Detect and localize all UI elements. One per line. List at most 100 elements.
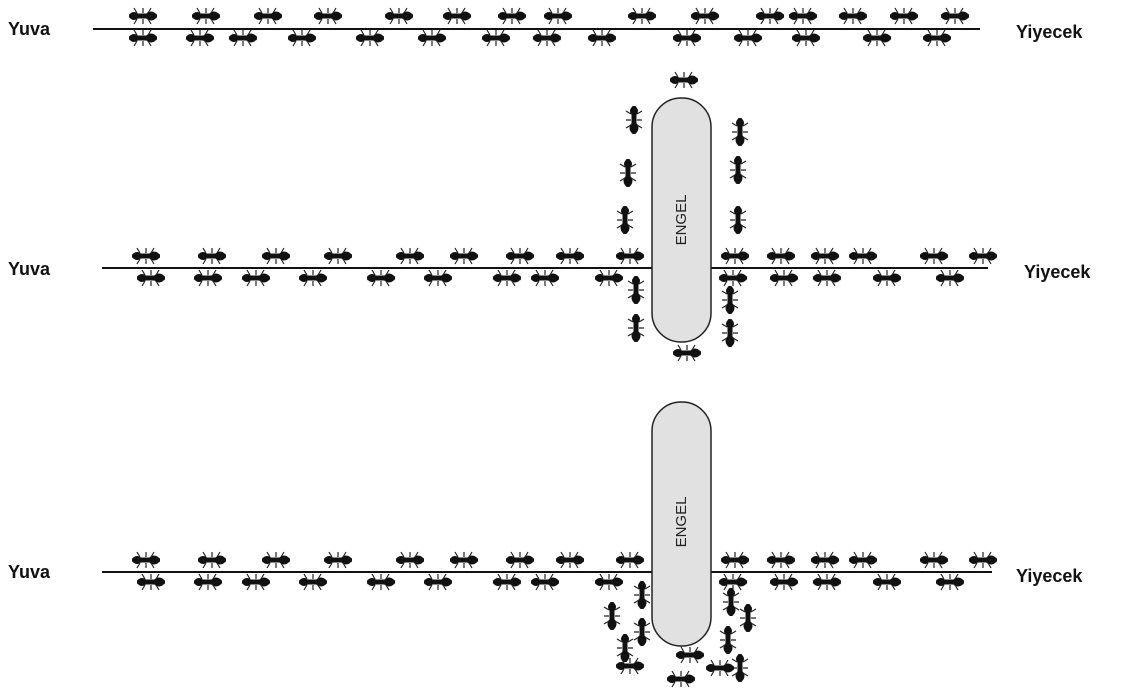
ant-icon — [720, 551, 750, 569]
nest-label: Yuva — [8, 19, 51, 39]
ant-icon — [543, 7, 573, 25]
ant-icon — [228, 29, 258, 47]
ant-icon — [889, 7, 919, 25]
ant-icon — [919, 247, 949, 265]
ant-icon — [530, 573, 560, 591]
ant-icon — [505, 247, 535, 265]
ant-icon — [755, 7, 785, 25]
ant-icon — [919, 551, 949, 569]
ant-icon — [940, 7, 970, 25]
ant-icon — [739, 603, 757, 633]
ant-icon — [366, 573, 396, 591]
nest-label: Yuva — [8, 562, 51, 582]
ant-icon — [720, 247, 750, 265]
ant-icon — [838, 7, 868, 25]
food-label: Yiyecek — [1024, 262, 1091, 282]
ant-icon — [935, 269, 965, 287]
ant-icon — [492, 269, 522, 287]
ant-icon — [731, 653, 749, 683]
ant-icon — [690, 7, 720, 25]
ant-icon — [672, 344, 702, 362]
ant-icon — [669, 71, 699, 89]
ant-icon — [968, 247, 998, 265]
ant-icon — [594, 269, 624, 287]
ant-icon — [633, 617, 651, 647]
ant-icon — [449, 247, 479, 265]
ant-icon — [848, 551, 878, 569]
ant-icon — [298, 269, 328, 287]
ant-group — [128, 7, 970, 47]
ant-icon — [719, 625, 737, 655]
ant-icon — [449, 551, 479, 569]
ant-icon — [128, 29, 158, 47]
ant-icon — [766, 551, 796, 569]
ant-icon — [731, 117, 749, 147]
ant-icon — [718, 269, 748, 287]
nest-label: Yuva — [8, 259, 51, 279]
ant-icon — [615, 551, 645, 569]
obstacle — [651, 97, 712, 343]
panel-1: Yuva Yiyecek — [8, 7, 1083, 47]
obstacle-label: ENGEL — [673, 195, 690, 246]
ant-icon — [395, 551, 425, 569]
ant-icon — [423, 269, 453, 287]
ant-icon — [812, 269, 842, 287]
ant-icon — [253, 7, 283, 25]
ant-icon — [922, 29, 952, 47]
ant-icon — [968, 551, 998, 569]
ant-icon — [872, 269, 902, 287]
ant-icon — [872, 573, 902, 591]
ant-icon — [323, 247, 353, 265]
ant-icon — [298, 573, 328, 591]
ant-icon — [555, 247, 585, 265]
ant-icon — [366, 269, 396, 287]
ant-icon — [722, 587, 740, 617]
ant-icon — [131, 247, 161, 265]
ant-icon — [395, 247, 425, 265]
ant-icon — [812, 573, 842, 591]
ant-icon — [313, 7, 343, 25]
ant-icon — [287, 29, 317, 47]
ant-icon — [769, 573, 799, 591]
ant-icon — [136, 269, 166, 287]
ant-icon — [497, 7, 527, 25]
ant-icon — [729, 155, 747, 185]
ant-icon — [705, 659, 735, 677]
ant-icon — [241, 269, 271, 287]
food-label: Yiyecek — [1016, 566, 1083, 586]
ant-icon — [261, 247, 291, 265]
ant-icon — [666, 670, 696, 688]
ant-icon — [603, 601, 621, 631]
ant-icon — [810, 551, 840, 569]
ant-icon — [442, 7, 472, 25]
ant-icon — [616, 205, 634, 235]
ant-icon — [185, 29, 215, 47]
ant-icon — [616, 633, 634, 663]
ant-icon — [733, 29, 763, 47]
ant-icon — [587, 29, 617, 47]
ant-icon — [417, 29, 447, 47]
ant-icon — [323, 551, 353, 569]
ant-icon — [627, 275, 645, 305]
ant-icon — [261, 551, 291, 569]
ant-icon — [128, 7, 158, 25]
ant-icon — [672, 29, 702, 47]
ant-icon — [532, 29, 562, 47]
obstacle-label: ENGEL — [673, 497, 690, 548]
ant-icon — [355, 29, 385, 47]
ant-icon — [555, 551, 585, 569]
ant-icon — [191, 7, 221, 25]
ant-icon — [675, 646, 705, 664]
ant-icon — [197, 551, 227, 569]
panel-2: Yuva Yiyecek ENGEL — [8, 71, 1091, 362]
ant-icon — [197, 247, 227, 265]
ant-icon — [935, 573, 965, 591]
ant-icon — [131, 551, 161, 569]
ant-icon — [530, 269, 560, 287]
ant-icon — [481, 29, 511, 47]
ant-icon — [625, 105, 643, 135]
ant-icon — [788, 7, 818, 25]
ant-icon — [633, 580, 651, 610]
ant-icon — [615, 247, 645, 265]
